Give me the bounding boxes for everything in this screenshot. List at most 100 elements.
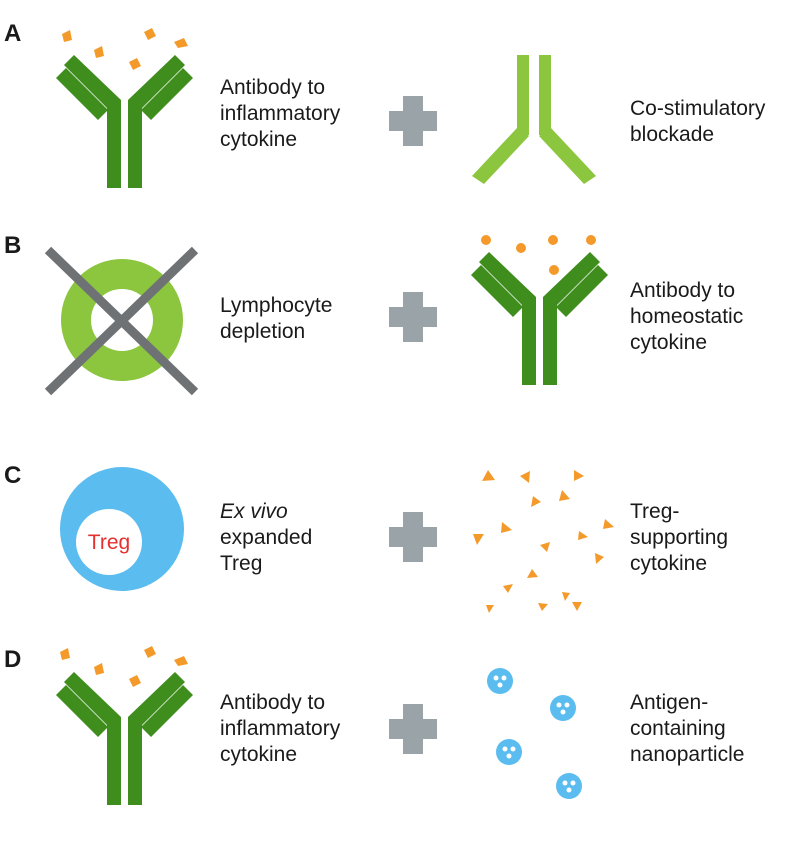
cytokine-diamonds — [62, 28, 188, 70]
cytokine-diamond — [94, 663, 104, 675]
lymphocyte-ring — [61, 259, 183, 381]
antibody-with-cytokine-dots-icon — [471, 235, 608, 385]
cytokine-triangle — [574, 470, 584, 481]
cytokine-triangle — [538, 603, 548, 611]
antibody-with-cytokine-diamonds-icon — [56, 646, 193, 805]
antibody-stem — [543, 305, 557, 385]
cytokine-triangle — [595, 553, 604, 564]
nanoparticle — [496, 739, 522, 765]
cytokine-triangle — [473, 534, 484, 545]
antibody-arm — [479, 252, 536, 312]
plus-icon — [389, 512, 437, 562]
text-line: Co-stimulatory — [630, 97, 766, 120]
cytokine-dot — [516, 243, 526, 253]
text-line: expanded — [220, 526, 313, 549]
text-line: inflammatory — [220, 102, 341, 125]
nanoparticles-icon — [487, 668, 582, 799]
nanoparticle — [556, 773, 582, 799]
antibody-arm — [64, 672, 121, 732]
antibody-outer-arm — [56, 68, 108, 120]
text-line: depletion — [220, 320, 306, 343]
antibody-outer-arm — [141, 685, 193, 737]
crossed-out-cell-icon — [44, 246, 199, 396]
text-line: blockade — [630, 123, 715, 146]
cytokine-triangle — [603, 519, 614, 529]
panel-b-right-text: Antibody to homeostatic cytokine — [630, 278, 743, 356]
cytokine-diamond — [129, 58, 141, 70]
antibody-stem — [517, 55, 529, 135]
text-line: inflammatory — [220, 717, 341, 740]
cytokine-diamond — [144, 28, 156, 40]
treg-cell-icon: Treg — [60, 467, 184, 591]
cytokine-dots — [481, 235, 596, 275]
text-line: cytokine — [630, 552, 708, 575]
text-line: containing — [630, 717, 726, 740]
panel-label-c: C — [4, 462, 22, 489]
plus-icon — [389, 704, 437, 754]
cytokine-diamond — [129, 675, 141, 687]
antibody-arm — [472, 128, 529, 184]
text-line: cytokine — [630, 331, 708, 354]
text-line: cytokine — [220, 743, 298, 766]
antibody-arm — [128, 672, 185, 732]
cytokine-dot — [549, 265, 559, 275]
cytokine-triangle — [503, 584, 513, 593]
cytokine-dot — [548, 235, 558, 245]
cytokine-triangle — [501, 522, 512, 533]
antibody-stem — [522, 305, 536, 385]
text-line: Treg — [220, 552, 263, 575]
text-line: Lymphocyte — [220, 294, 333, 317]
panel-label-a: A — [4, 20, 22, 47]
panel-b-left-text: Lymphocyte depletion — [220, 293, 332, 345]
antibody-outer-arm — [471, 265, 523, 317]
antibody-arm — [539, 128, 596, 184]
text-line: Treg- — [630, 500, 680, 523]
antibody-arm — [64, 55, 121, 115]
cytokine-diamond — [60, 648, 70, 660]
nanoparticle — [550, 695, 576, 721]
cytokine-diamond — [174, 38, 188, 48]
cytokine-triangle — [572, 602, 582, 611]
scattered-triangles-icon — [473, 470, 614, 613]
antibody-stem — [128, 725, 142, 805]
antibody-arm — [543, 252, 600, 312]
cytokine-diamond — [62, 30, 72, 42]
cytokine-triangle — [562, 592, 570, 601]
antibody-body — [56, 55, 193, 188]
panel-a-left-text: Antibody to inflammatory cytokine — [220, 75, 340, 153]
antibody-arm — [128, 55, 185, 115]
treg-cell-nucleus — [76, 509, 142, 575]
antibody-body — [56, 672, 193, 805]
antibody-stem — [539, 55, 551, 135]
panel-a-right-text: Co-stimulatory blockade — [630, 96, 765, 148]
antibody-outer-arm — [141, 68, 193, 120]
antibody-stem — [107, 725, 121, 805]
cytokine-diamond — [174, 656, 188, 666]
plus-icon — [389, 292, 437, 342]
panel-label-b: B — [4, 232, 22, 259]
cytokine-triangle — [540, 542, 550, 552]
cross-line — [44, 246, 199, 396]
text-line: supporting — [630, 526, 729, 549]
plus-icon — [389, 96, 437, 146]
antibody-body — [471, 252, 608, 385]
light-green-antibody-icon — [472, 55, 596, 184]
cytokine-triangle — [531, 496, 541, 507]
antibody-stem — [107, 108, 121, 188]
antibody-with-cytokine-diamonds-icon — [56, 28, 193, 188]
panel-c-left-text: Ex vivo expanded Treg — [220, 499, 312, 577]
text-line: Antibody to — [220, 76, 326, 99]
text-line: homeostatic — [630, 305, 744, 328]
text-line: Antibody to — [630, 279, 736, 302]
cytokine-dot — [586, 235, 596, 245]
cytokine-dot — [481, 235, 491, 245]
text-line: cytokine — [220, 128, 298, 151]
text-line: Antigen- — [630, 691, 709, 714]
text-line: nanoparticle — [630, 743, 745, 766]
cytokine-triangle — [527, 569, 538, 578]
cytokine-diamonds — [60, 646, 188, 687]
cytokine-diamond — [144, 646, 156, 658]
text-line: Ex vivo — [220, 500, 288, 523]
treg-cell-label: Treg — [88, 531, 130, 554]
